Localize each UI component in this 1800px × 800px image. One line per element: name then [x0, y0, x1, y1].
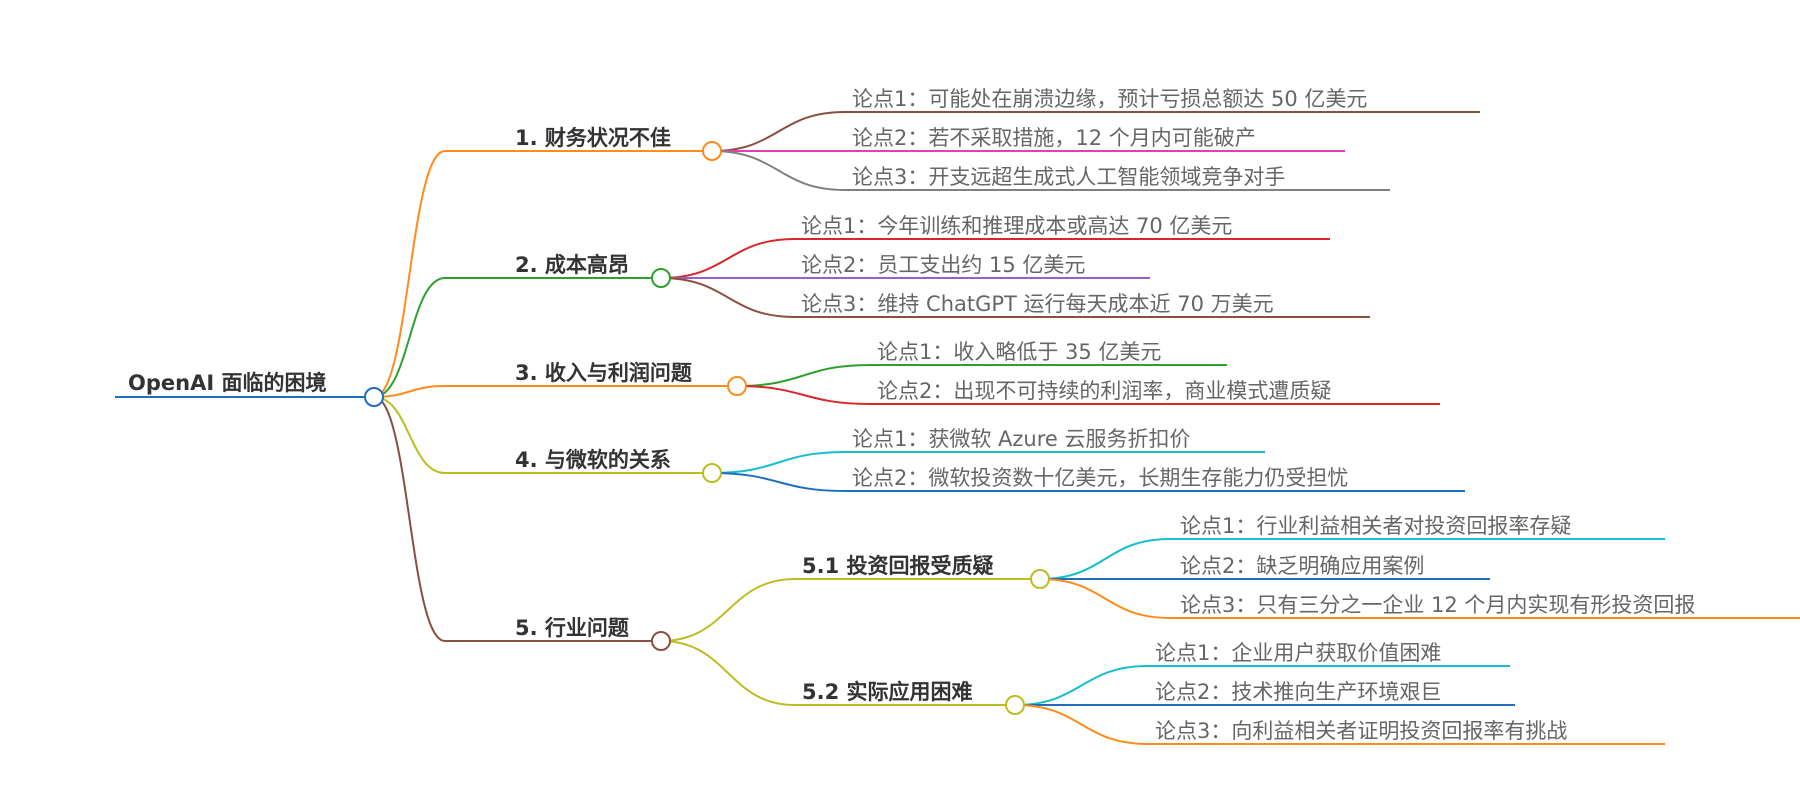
branch-5-node[interactable]: 5. 行业问题	[515, 616, 630, 640]
sub-5-2-node[interactable]: 5.2 实际应用困难	[802, 680, 973, 704]
branch-connector	[373, 150, 446, 398]
leaf-label[interactable]: 论点1：收入略低于 35 亿美元	[877, 340, 1161, 364]
leaf-connector	[1039, 578, 1171, 619]
leaf-label[interactable]: 论点1：今年训练和推理成本或高达 70 亿美元	[801, 214, 1232, 238]
leaf-connector	[1039, 538, 1171, 580]
branch-connector	[373, 277, 446, 398]
leaf-connector	[711, 111, 846, 152]
sub-connector	[660, 640, 796, 706]
root-label: OpenAI 面临的困境	[128, 371, 326, 395]
leaf-label[interactable]: 论点2：出现不可持续的利润率，商业模式遭质疑	[877, 379, 1331, 403]
branch-4-node[interactable]: 4. 与微软的关系	[515, 448, 671, 472]
leaf-connector	[660, 277, 796, 318]
leaf-label[interactable]: 论点2：员工支出约 15 亿美元	[801, 253, 1085, 277]
sub-branch-label: 5.2 实际应用困难	[802, 680, 973, 704]
branch-label: 1. 财务状况不佳	[515, 126, 671, 150]
branch-label: 2. 成本高昂	[515, 253, 629, 277]
branch-label: 5. 行业问题	[515, 616, 630, 640]
leaf-connector	[1014, 704, 1149, 745]
leaf-label[interactable]: 论点3：只有三分之一企业 12 个月内实现有形投资回报	[1180, 593, 1695, 617]
leaf-label[interactable]: 论点3：向利益相关者证明投资回报率有挑战	[1155, 719, 1567, 743]
branch-label: 4. 与微软的关系	[515, 448, 671, 472]
leaf-label[interactable]: 论点3：开支远超生成式人工智能领域竞争对手	[852, 165, 1285, 189]
leaf-connector	[711, 451, 846, 474]
leaf-label[interactable]: 论点2：缺乏明确应用案例	[1180, 554, 1424, 578]
branch-2-node[interactable]: 2. 成本高昂	[515, 253, 629, 277]
leaf-label[interactable]: 论点2：微软投资数十亿美元，长期生存能力仍受担忧	[852, 466, 1348, 490]
sub-connector	[660, 578, 796, 642]
leaf-connector	[711, 472, 846, 492]
branch-3-node[interactable]: 3. 收入与利润问题	[515, 361, 693, 385]
branch-1-node[interactable]: 1. 财务状况不佳	[515, 126, 671, 150]
leaf-label[interactable]: 论点2：若不采取措施，12 个月内可能破产	[852, 126, 1256, 150]
branch-connector	[373, 396, 446, 642]
branch-label: 3. 收入与利润问题	[515, 361, 693, 385]
leaf-connector	[736, 385, 871, 405]
connector-knobs	[364, 141, 1050, 715]
leaf-label[interactable]: 论点2：技术推向生产环境艰巨	[1155, 680, 1441, 704]
sub-knob	[1030, 569, 1050, 589]
branch-knob	[651, 268, 671, 288]
branch-knob	[651, 631, 671, 651]
leaf-label[interactable]: 论点1：可能处在崩溃边缘，预计亏损总额达 50 亿美元	[852, 87, 1367, 111]
branch-knob	[727, 376, 747, 396]
sub-5-1-node[interactable]: 5.1 投资回报受质疑	[802, 554, 994, 578]
connectors	[373, 111, 1171, 745]
leaf-connector	[660, 238, 796, 279]
leaf-connector	[1014, 665, 1149, 706]
sub-knob	[1005, 695, 1025, 715]
sub-branch-label: 5.1 投资回报受质疑	[802, 554, 994, 578]
leaf-label[interactable]: 论点3：维持 ChatGPT 运行每天成本近 70 万美元	[801, 292, 1274, 316]
root-knob	[364, 387, 384, 407]
leaf-connector	[736, 364, 871, 387]
underlines	[115, 111, 1800, 745]
branch-knob	[702, 463, 722, 483]
leaf-connector	[711, 150, 846, 191]
root-node[interactable]: OpenAI 面临的困境	[128, 371, 326, 395]
leaf-label[interactable]: 论点1：行业利益相关者对投资回报率存疑	[1180, 514, 1571, 538]
branch-knob	[702, 141, 722, 161]
branch-connector	[373, 396, 446, 474]
leaf-label[interactable]: 论点1：企业用户获取价值困难	[1155, 641, 1441, 665]
leaf-label[interactable]: 论点1：获微软 Azure 云服务折扣价	[852, 427, 1191, 451]
